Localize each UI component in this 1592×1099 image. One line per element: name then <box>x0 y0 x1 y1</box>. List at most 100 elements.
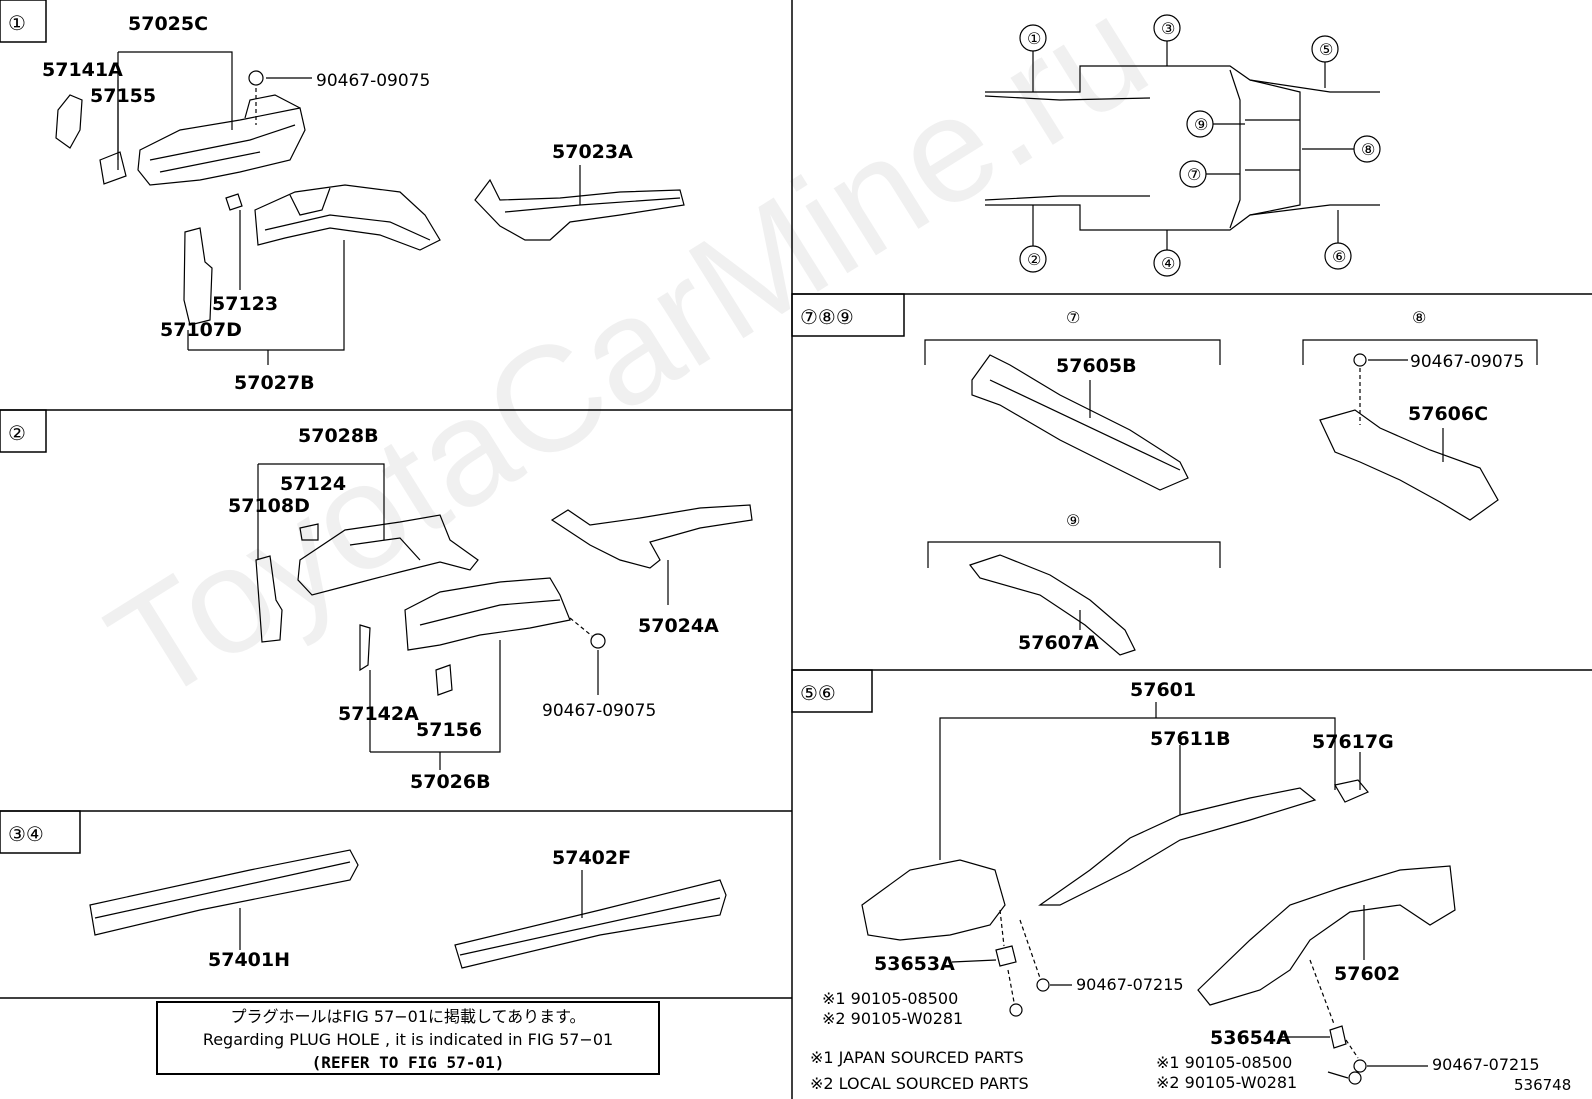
rail-part <box>474 178 685 241</box>
plug-hole-note: プラグホールはFIG 57−01に掲載してあります。 Regarding PLU… <box>156 1001 660 1075</box>
part-label: 57027B <box>234 372 315 394</box>
part-label: 57123 <box>212 293 278 315</box>
part-label: 90467-07215 <box>1432 1055 1540 1074</box>
section-tag: ③④ <box>8 822 44 846</box>
part-label: 57026B <box>410 771 491 793</box>
section34-parts <box>89 849 727 969</box>
part-label: 57028B <box>298 425 379 447</box>
part-label: 57025C <box>128 13 208 35</box>
part-label: 57024A <box>638 615 719 637</box>
subsection-head: ⑧ <box>1412 308 1426 327</box>
part-label: ※1 90105-08500 <box>1156 1053 1292 1072</box>
plate-part <box>99 151 127 185</box>
section-tag-box <box>0 409 47 453</box>
section56-parts <box>861 702 1456 1085</box>
part-label: 53653A <box>874 953 955 975</box>
overview-callout: ③ <box>1161 19 1175 38</box>
section-tag: ⑤⑥ <box>800 681 836 705</box>
rail-part <box>254 184 441 251</box>
overview-callout: ⑧ <box>1361 140 1375 159</box>
legend-local: ※2 LOCAL SOURCED PARTS <box>810 1074 1029 1093</box>
rail-part <box>404 577 571 651</box>
part-label: 57606C <box>1408 403 1488 425</box>
part-label: 57156 <box>416 719 482 741</box>
part-label: 90467-09075 <box>542 701 656 721</box>
part-label: 57601 <box>1130 679 1196 701</box>
overview-frame <box>984 14 1381 277</box>
bolt-part <box>1348 1071 1362 1085</box>
bracket-part <box>995 945 1017 967</box>
part-label: 57155 <box>90 85 156 107</box>
part-label: 90467-09075 <box>316 71 430 91</box>
rail-part <box>297 514 479 596</box>
part-label: 90467-09075 <box>1410 352 1524 372</box>
overview-callout: ① <box>1027 29 1041 48</box>
overview-callout: ② <box>1027 250 1041 269</box>
note-reference: (REFER TO FIG 57-01) <box>311 1053 505 1072</box>
subsection-head: ⑦ <box>1066 308 1080 327</box>
rail-part <box>550 504 753 569</box>
overview-callout: ⑤ <box>1319 40 1333 59</box>
small-part <box>1334 779 1369 803</box>
note-line-en: Regarding PLUG HOLE , it is indicated in… <box>202 1030 614 1049</box>
part-label: 90467-07215 <box>1076 975 1184 994</box>
section2-parts <box>255 463 753 770</box>
plate-part <box>435 664 453 696</box>
part-label: 57602 <box>1334 963 1400 985</box>
rail-part <box>1197 865 1456 1006</box>
part-label: 57107D <box>160 319 242 341</box>
bracket-part <box>359 624 371 672</box>
overview-callout: ⑥ <box>1332 247 1346 266</box>
part-label: 57142A <box>338 703 419 725</box>
part-label: ※1 90105-08500 <box>822 989 958 1008</box>
rail-part <box>137 107 306 186</box>
clip-part <box>248 70 264 86</box>
section-tag-box <box>0 810 81 854</box>
member-part <box>971 354 1189 491</box>
note-line-jp: プラグホールはFIG 57−01に掲載してあります。 <box>230 1007 586 1026</box>
bracket-part <box>55 94 83 149</box>
section-tag-box <box>791 293 905 337</box>
section-tag: ② <box>8 421 26 445</box>
bolt-part <box>1009 1003 1023 1017</box>
small-part <box>299 523 319 541</box>
section-tag: ① <box>8 11 26 35</box>
part-label: 57611B <box>1150 728 1231 750</box>
part-label: 57605B <box>1056 355 1137 377</box>
diagram-id: 536748 <box>1514 1076 1572 1094</box>
part-label: 57124 <box>280 473 346 495</box>
rocker-part <box>454 879 727 969</box>
subsection-head: ⑨ <box>1066 511 1080 530</box>
part-label: ※2 90105-W0281 <box>1156 1073 1297 1092</box>
member-part <box>1038 787 1317 906</box>
section1-parts <box>55 51 685 365</box>
section-tag-box <box>0 0 47 43</box>
part-label: ※2 90105-W0281 <box>822 1009 963 1028</box>
member-part <box>969 554 1136 656</box>
part-label: 57401H <box>208 949 290 971</box>
part-label: 57108D <box>228 495 310 517</box>
bracket-part <box>1329 1025 1347 1049</box>
rail-part <box>861 859 1006 941</box>
part-label: 57141A <box>42 59 123 81</box>
member-part <box>1319 409 1499 521</box>
part-label: 53654A <box>1210 1027 1291 1049</box>
part-label: 57402F <box>552 847 631 869</box>
section-tag-box <box>791 669 873 713</box>
overview-callout: ⑦ <box>1187 165 1201 184</box>
part-label: 57023A <box>552 141 633 163</box>
bolt-part <box>1353 1059 1367 1073</box>
rocker-part <box>89 849 359 936</box>
panel-part <box>183 227 213 326</box>
clip-part <box>590 633 606 649</box>
small-part <box>225 193 243 211</box>
section-tag: ⑦⑧⑨ <box>800 305 854 329</box>
part-label: 57607A <box>1018 632 1099 654</box>
overview-callout: ⑨ <box>1194 115 1208 134</box>
part-label: 57617G <box>1312 731 1394 753</box>
bolt-part <box>1036 978 1050 992</box>
overview-callout: ④ <box>1161 254 1175 273</box>
section789-parts <box>924 339 1538 656</box>
